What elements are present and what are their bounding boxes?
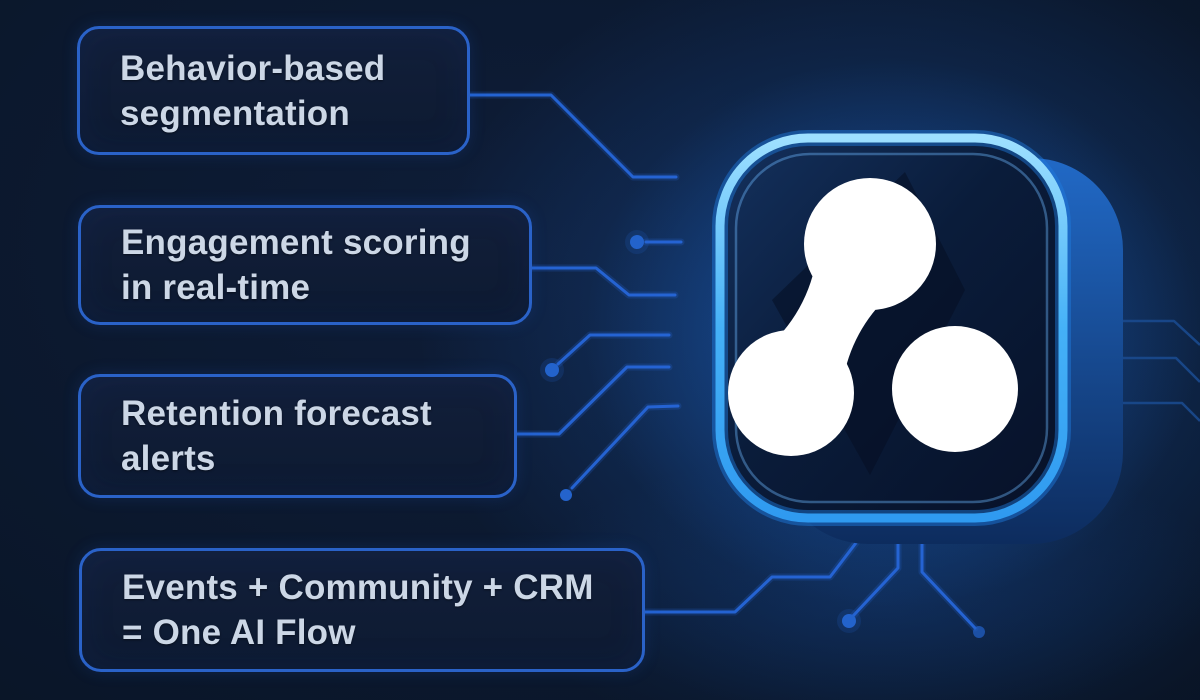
molecule-logo [728, 178, 1018, 456]
feature-label-line1: Engagement scoring [121, 223, 471, 262]
feature-card-behavior-segmentation: Behavior-based segmentation [77, 26, 470, 155]
feature-label-line2: alerts [121, 439, 216, 478]
circuit-dots [540, 230, 985, 638]
feature-label-line1: Retention forecast [121, 394, 432, 433]
feature-card-retention-alerts: Retention forecast alerts [78, 374, 517, 498]
feature-label-line1: Behavior-based [120, 48, 386, 88]
feature-label-line2: = One AI Flow [122, 613, 356, 652]
feature-label-line1: Events + Community + CRM [122, 568, 594, 607]
feature-label-line2: in real-time [121, 268, 311, 307]
feature-card-one-ai-flow: Events + Community + CRM = One AI Flow [79, 548, 645, 672]
circuit-traces-right [1120, 319, 1200, 422]
app-icon [712, 130, 1071, 526]
feature-card-engagement-scoring: Engagement scoring in real-time [78, 205, 532, 325]
feature-label-line2: segmentation [120, 93, 350, 133]
